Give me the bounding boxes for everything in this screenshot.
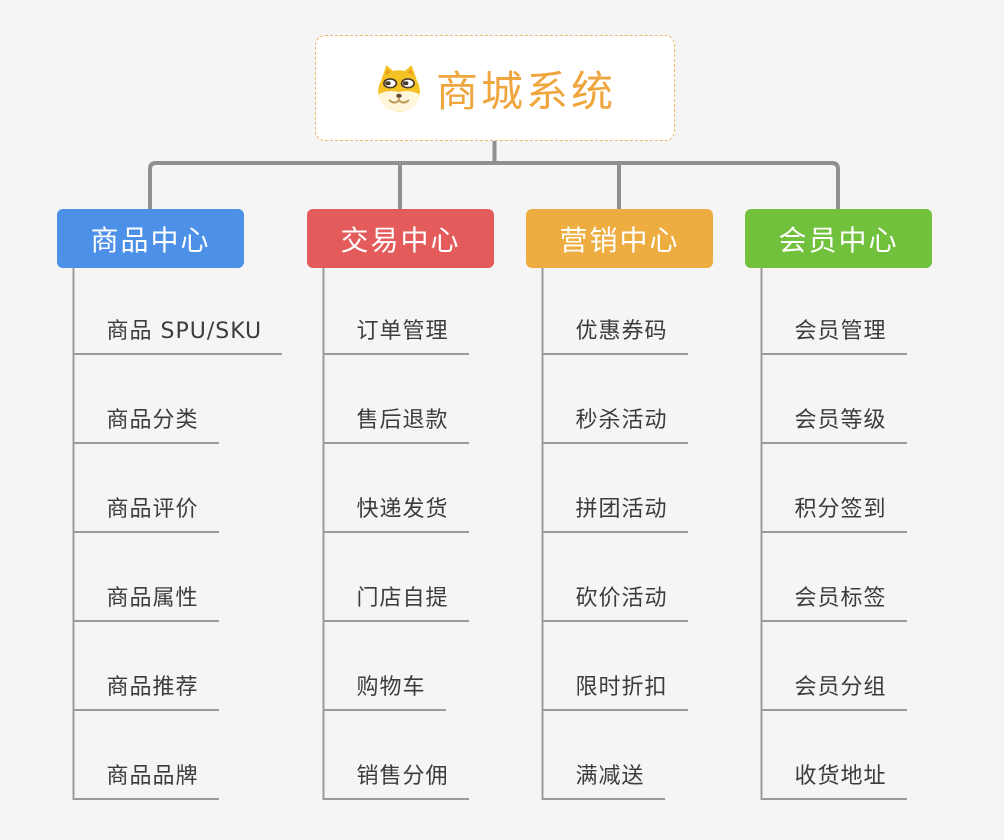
leaf-node-1-4[interactable]: 购物车	[322, 673, 446, 711]
leaf-node-3-4[interactable]: 会员分组	[760, 673, 907, 711]
leaf-node-1-3[interactable]: 门店自提	[322, 584, 469, 622]
leaf-node-0-4[interactable]: 商品推荐	[72, 673, 219, 711]
leaf-node-1-2[interactable]: 快递发货	[322, 495, 469, 533]
branch-node-3[interactable]: 会员中心	[745, 209, 932, 268]
leaf-node-1-5[interactable]: 销售分佣	[322, 762, 469, 800]
leaf-node-3-0[interactable]: 会员管理	[760, 317, 907, 355]
leaf-node-2-1[interactable]: 秒杀活动	[541, 406, 688, 444]
leaf-node-2-0[interactable]: 优惠券码	[541, 317, 688, 355]
leaf-node-0-2[interactable]: 商品评价	[72, 495, 219, 533]
leaf-node-3-1[interactable]: 会员等级	[760, 406, 907, 444]
root-node-title: 商城系统	[435, 66, 616, 116]
dog-face-icon	[378, 65, 420, 112]
leaf-node-0-3[interactable]: 商品属性	[72, 584, 219, 622]
leaf-node-0-1[interactable]: 商品分类	[72, 406, 219, 444]
leaf-node-3-5[interactable]: 收货地址	[760, 762, 907, 800]
leaf-node-2-2[interactable]: 拼团活动	[541, 495, 688, 533]
leaf-node-3-3[interactable]: 会员标签	[760, 584, 907, 622]
leaf-node-2-4[interactable]: 限时折扣	[541, 673, 688, 711]
branch-node-1[interactable]: 交易中心	[307, 209, 494, 268]
leaf-node-1-1[interactable]: 售后退款	[322, 406, 469, 444]
branch-node-2[interactable]: 营销中心	[526, 209, 713, 268]
leaf-node-1-0[interactable]: 订单管理	[322, 317, 469, 355]
root-node[interactable]: 商城系统	[315, 35, 675, 141]
leaf-node-3-2[interactable]: 积分签到	[760, 495, 907, 533]
leaf-node-0-5[interactable]: 商品品牌	[72, 762, 219, 800]
leaf-node-2-5[interactable]: 满减送	[541, 762, 665, 800]
leaf-node-0-0[interactable]: 商品 SPU/SKU	[72, 317, 283, 355]
leaf-node-2-3[interactable]: 砍价活动	[541, 584, 688, 622]
branch-node-0[interactable]: 商品中心	[57, 209, 244, 268]
